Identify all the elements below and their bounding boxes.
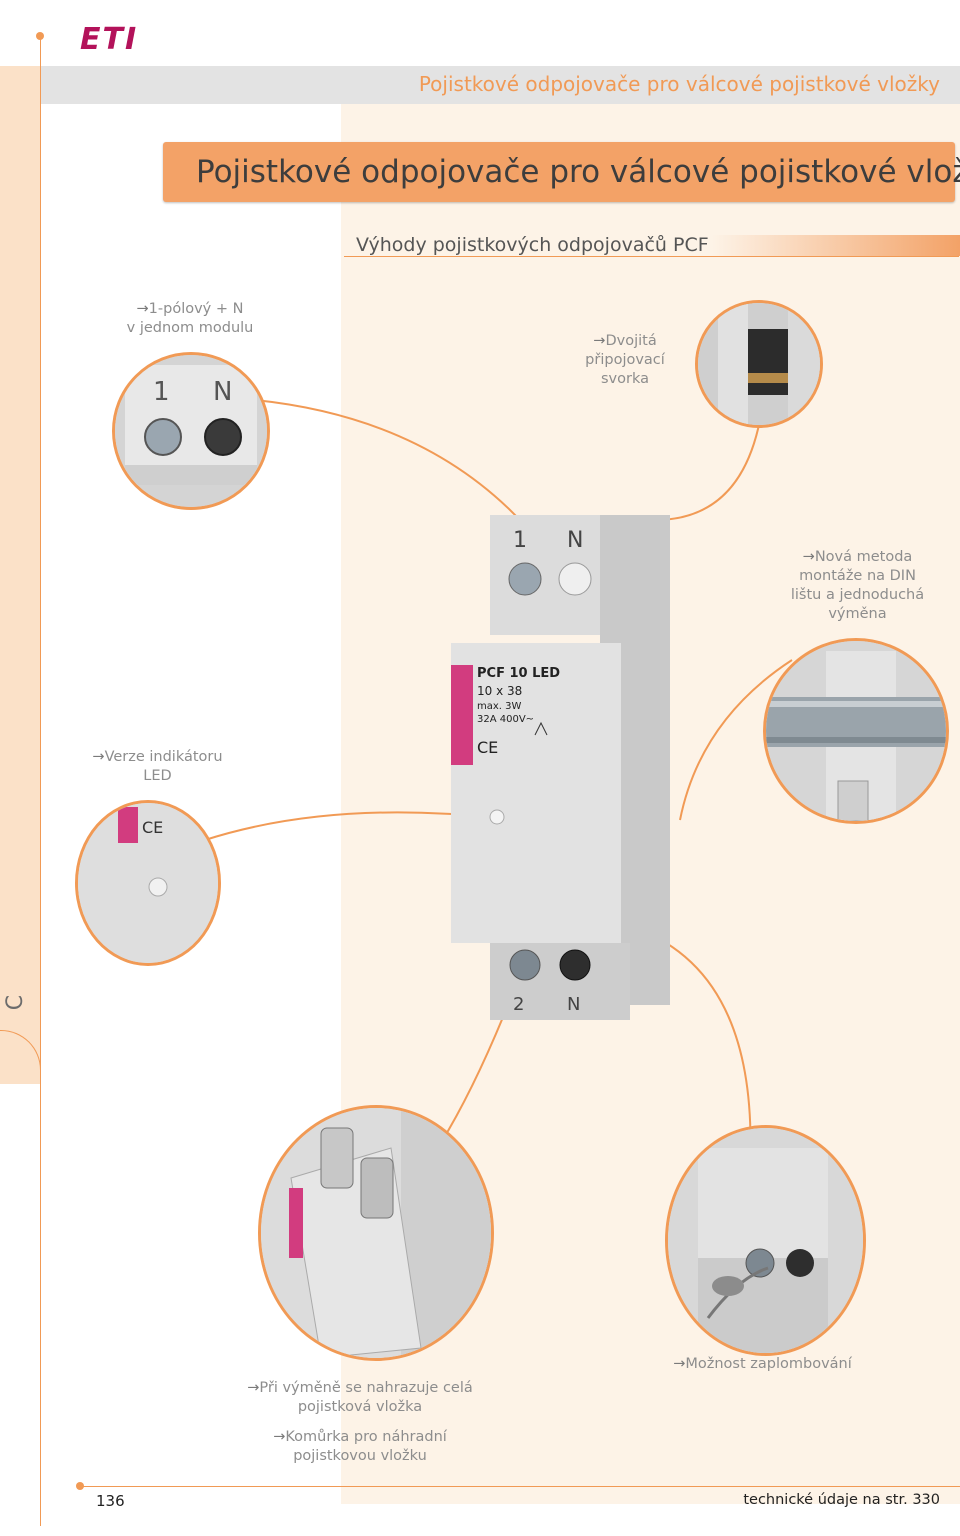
feature-mounting-line1: Nová metoda [814,549,913,565]
feature-mounting: →Nová metoda montáže na DIN lištu a jedn… [775,548,940,624]
footer-rule [80,1486,960,1487]
screw-icon [745,1248,775,1278]
feature-terminal-line2: připojovací [585,352,665,368]
ce-mark: CE [142,818,163,837]
top-terminal-n: N [567,528,583,553]
arrow-icon: → [92,749,105,765]
screw-icon [509,949,541,981]
frame-rule [40,36,41,66]
detail-led-circle: CE [75,800,221,966]
circuit-symbol-icon [534,721,548,736]
top-terminal-1: 1 [513,528,527,553]
arrow-icon: → [593,333,606,349]
detail-sealing-circle [665,1125,866,1356]
feature-replacement: →Při výměně se nahrazuje celá pojistková… [245,1379,475,1417]
feature-pole-line1: 1-pólový + N [148,301,244,317]
eti-logo: ETI [80,22,139,57]
led-indicator-icon [489,809,505,825]
feature-terminal-line3: svorka [601,371,649,387]
side-tab [0,66,40,1084]
technical-data-reference: technické údaje na str. 330 [743,1492,940,1508]
terminal-hole-icon [786,1249,814,1277]
feature-pole-line2: v jednom modulu [126,320,254,336]
feature-pole: →1-pólový + N v jednom modulu [120,300,260,338]
feature-mounting-line3: lištu a jednoduchá [790,587,925,603]
lead-seal-icon [712,1276,744,1296]
open-holder-photo [261,1108,491,1358]
feature-chamber-line2: pojistkovou vložku [293,1448,427,1464]
arrow-icon: → [673,1356,686,1372]
sealing-photo [668,1128,863,1353]
detail-open-holder-circle [258,1105,494,1361]
detail-terminals-circle: 1 N [112,352,270,510]
fuse-cartridge-icon [360,1157,394,1219]
led-indicator-icon [148,877,168,897]
feature-mounting-line4: výměna [828,606,887,622]
arrow-icon: → [802,549,815,565]
feature-sealing: →Možnost zaplombování [665,1355,860,1374]
detail-din-rail-circle [763,638,949,824]
arrow-icon: → [273,1429,286,1445]
running-header-bar [41,66,960,104]
screw-icon [144,418,182,456]
terminal-photo: 1 N [115,355,267,507]
feature-chamber: →Komůrka pro náhradní pojistkovou vložku [265,1428,455,1466]
feature-sealing-line1: Možnost zaplombování [685,1356,852,1372]
running-header-title: Pojistkové odpojovače pro válcové pojist… [418,72,940,96]
feature-mounting-line2: montáže na DIN [799,568,916,584]
feature-terminal-line1: Dvojitá [605,333,657,349]
double-terminal-photo [698,303,820,425]
bottom-terminal-n: N [567,994,580,1015]
detail-double-terminal-circle [695,300,823,428]
side-rule [40,66,41,1526]
feature-led: →Verze indikátoru LED [85,748,230,786]
product-model: PCF 10 LED [477,666,560,681]
terminal-1-label: 1 [153,377,170,407]
feature-replacement-line2: pojistková vložka [297,1399,423,1415]
terminal-n-label: N [213,377,232,407]
din-rail-photo [766,641,946,821]
feature-chamber-line1: Komůrka pro náhradní [285,1429,447,1445]
led-photo: CE [78,803,218,963]
callout-line-din [679,659,793,821]
product-ce-mark: CE [477,738,498,757]
terminal-hole-icon [558,562,592,596]
feature-led-line1: Verze indikátoru [104,749,223,765]
page-title: Pojistkové odpojovače pro válcové pojist… [196,154,960,190]
feature-replacement-line1: Při výměně se nahrazuje celá [259,1380,473,1396]
terminal-hole-icon [559,949,591,981]
feature-led-line2: LED [143,768,172,784]
product-photo: 1 N PCF 10 LED 10 x 38 max. 3W 32A 400V~… [445,515,690,1020]
product-size: 10 x 38 [477,684,522,698]
feature-terminal: →Dvojitá připojovací svorka [560,332,690,389]
fuse-cartridge-icon [320,1127,354,1189]
callout-line-double-terminal [654,419,761,521]
title-banner [163,142,955,202]
page-number: 136 [96,1492,125,1510]
arrow-icon: → [136,301,149,317]
subtitle-underline [344,256,959,257]
screw-icon [508,562,542,596]
subtitle-accent [712,235,960,256]
pcf-fuse-disconnector: 1 N PCF 10 LED 10 x 38 max. 3W 32A 400V~… [451,515,670,1020]
screw-icon [204,418,242,456]
page-subtitle: Výhody pojistkových odpojovačů PCF [356,234,709,256]
arrow-icon: → [247,1380,260,1396]
product-power: max. 3W [477,701,522,712]
product-rating: 32A 400V~ [477,714,534,725]
bottom-terminal-2: 2 [513,994,524,1015]
